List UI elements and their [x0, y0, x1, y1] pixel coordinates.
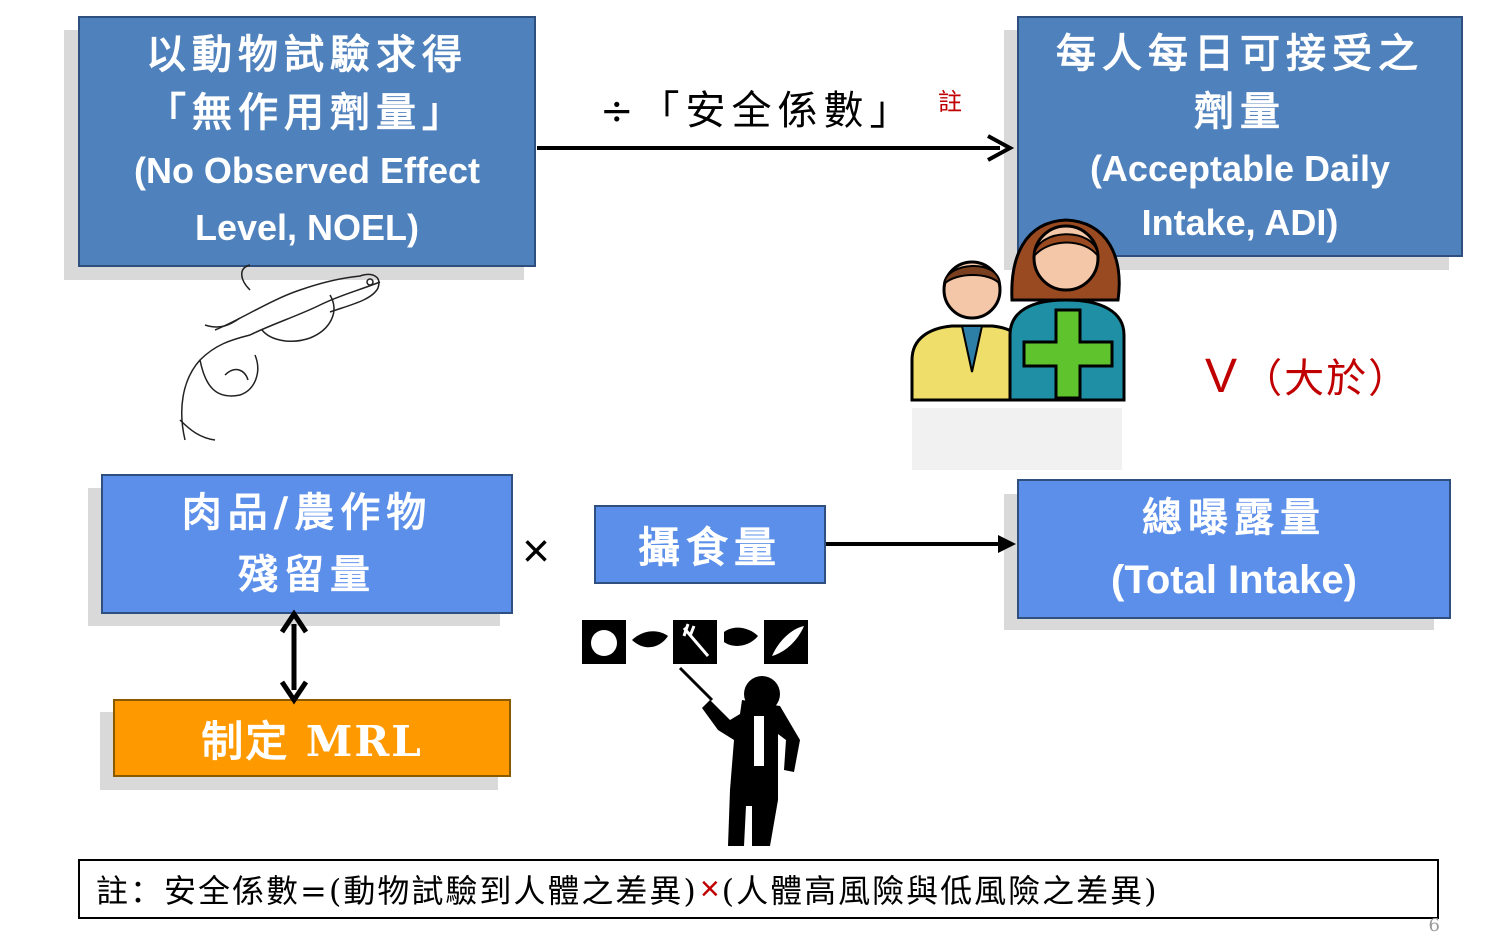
greater-than-label: V （大於） — [1205, 346, 1410, 404]
people-plus-icon — [910, 218, 1126, 470]
food-icons — [582, 620, 808, 664]
footnote-times: × — [699, 869, 720, 908]
greater-than-text: （大於） — [1242, 356, 1411, 402]
adi-subtitle: 劑量 — [1194, 87, 1286, 135]
total-intake-box: 總曝露量 (Total Intake) — [1017, 479, 1451, 619]
arrow-intake-to-total — [826, 535, 1016, 553]
adi-english-1: (Acceptable Daily — [1089, 147, 1391, 189]
footnote-part2: (人體高風險與低風險之差異) — [721, 872, 1159, 910]
noel-title: 以動物試驗求得 — [146, 30, 468, 78]
noel-english-1: (No Observed Effect — [133, 149, 481, 191]
noel-box: 以動物試驗求得 「無作用劑量」 (No Observed Effect Leve… — [78, 16, 536, 267]
multiply-sign: × — [522, 525, 551, 578]
adi-english-2: Intake, ADI) — [1141, 201, 1339, 243]
footnote-prefix: 註：安全係數= — [96, 872, 329, 910]
total-english: (Total Intake) — [1111, 558, 1357, 602]
footnote-box: 註：安全係數= (動物試驗到人體之差異) × (人體高風險與低風險之差異) — [78, 859, 1439, 919]
footnote-part1: (動物試驗到人體之差異) — [328, 872, 698, 910]
greater-than-symbol: V — [1205, 350, 1238, 403]
total-title: 總曝露量 — [1142, 494, 1326, 541]
teacher-pointer-icon — [678, 666, 800, 846]
arrow-noel-to-adi — [537, 134, 1015, 162]
intake-box: 攝食量 — [594, 505, 826, 584]
adi-box: 每人每日可接受之 劑量 (Acceptable Daily Intake, AD… — [1017, 16, 1463, 257]
intake-text: 攝食量 — [637, 523, 782, 572]
noel-subtitle: 「無作用劑量」 — [146, 88, 468, 136]
mrl-text: 制定 MRL — [201, 716, 423, 766]
safety-factor-text: ÷「安全係數」 — [600, 88, 916, 134]
mrl-box: 制定 MRL — [113, 699, 511, 777]
residue-box: 肉品/農作物 殘留量 — [101, 474, 513, 614]
rat-in-hand-icon — [179, 264, 381, 441]
adi-title: 每人每日可接受之 — [1056, 29, 1424, 77]
note-mark: 註 — [938, 88, 962, 116]
noel-english-2: Level, NOEL) — [194, 206, 420, 248]
residue-subtitle: 殘留量 — [238, 551, 376, 598]
page-number: 6 — [1428, 915, 1440, 936]
residue-title: 肉品/農作物 — [181, 489, 433, 536]
safety-factor-label: ÷「安全係數」 — [600, 78, 916, 136]
arrow-residue-to-mrl — [279, 609, 309, 705]
